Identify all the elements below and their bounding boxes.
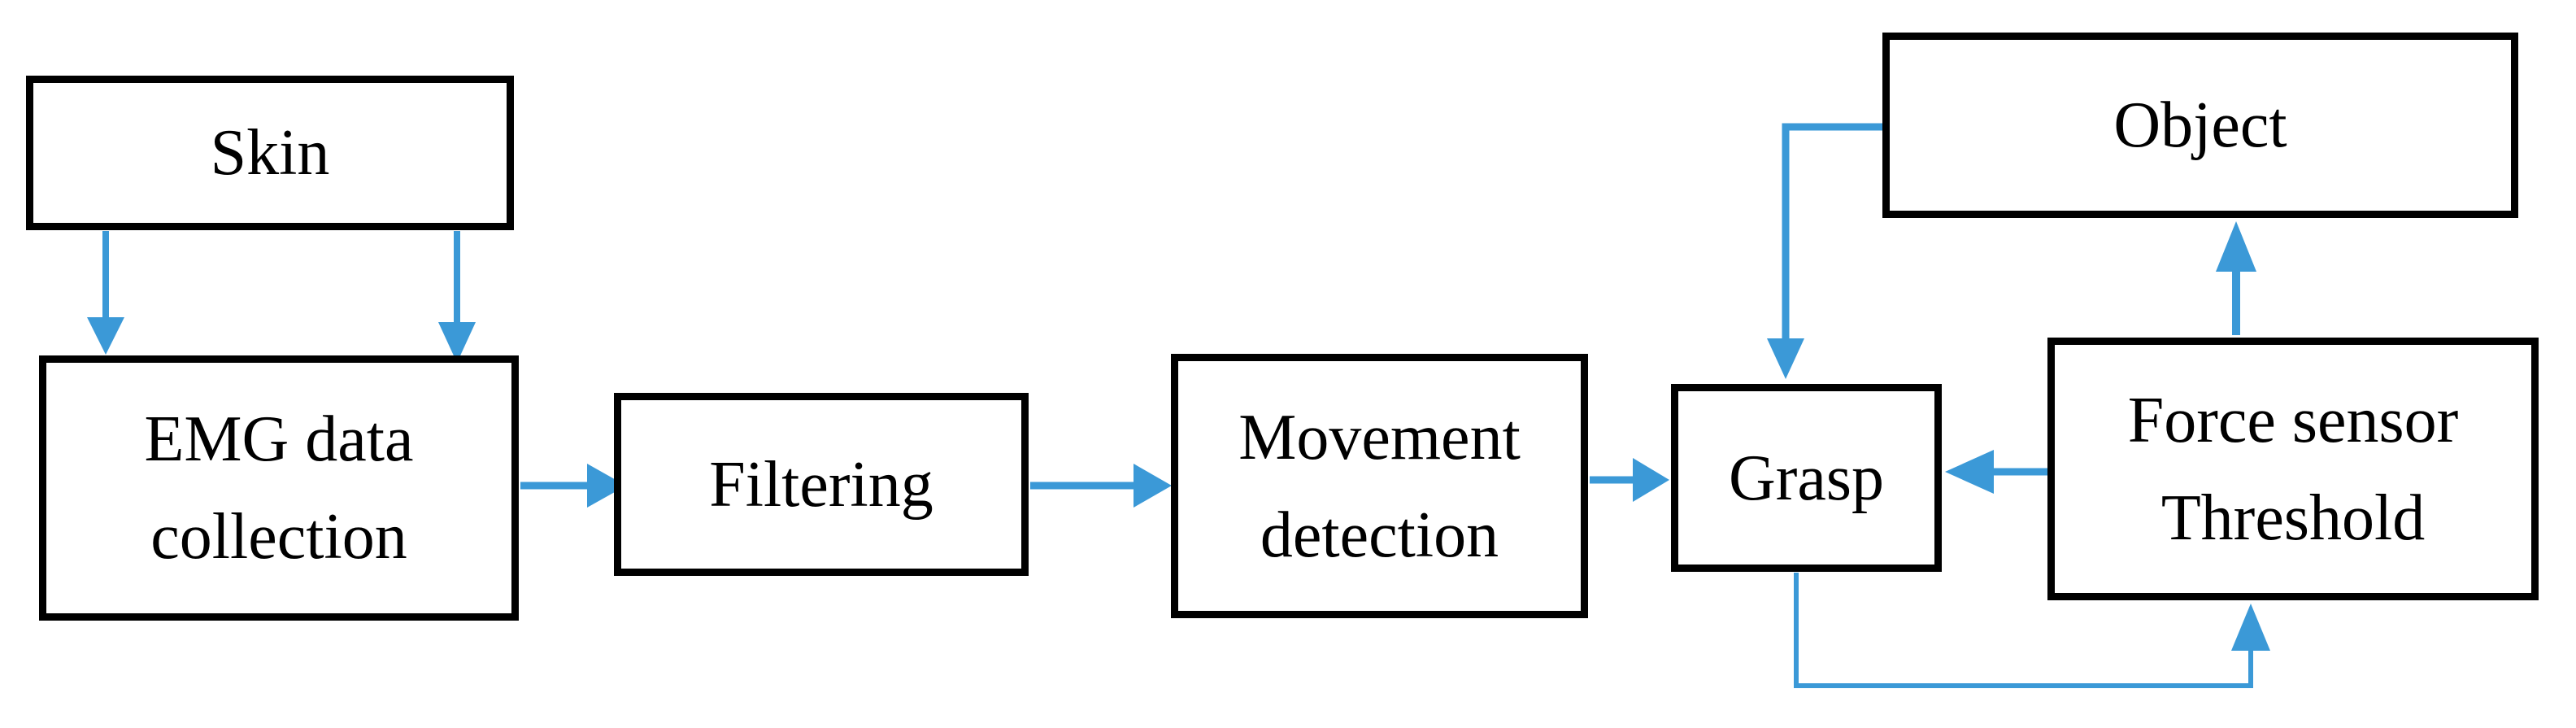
arrow-filtering-to-movement [1030,464,1172,508]
node-force-sensor-threshold-label: Force sensor Threshold [2127,384,2459,554]
node-force-sensor-threshold: Force sensor Threshold [2047,338,2539,600]
node-emg-data-collection: EMG data collection [39,355,519,621]
arrow-skin-to-emg-right [438,231,476,363]
node-filtering: Filtering [614,393,1029,576]
arrow-force-to-grasp [1945,450,2054,494]
arrow-skin-to-emg-left [87,231,124,355]
node-skin-label: Skin [210,117,330,189]
arrow-grasp-to-force-feedback [1794,573,2270,688]
arrow-movement-to-grasp [1590,458,1669,502]
arrow-force-to-object [2216,221,2256,335]
arrow-emg-to-filtering [520,464,626,508]
node-object-label: Object [2113,89,2287,161]
node-grasp: Grasp [1671,384,1942,572]
node-movement-detection: Movement detection [1171,354,1588,618]
node-grasp-label: Grasp [1728,442,1885,514]
arrow-object-to-grasp [1767,123,1882,379]
node-object: Object [1882,33,2518,218]
node-movement-detection-label: Movement detection [1238,401,1521,571]
node-filtering-label: Filtering [709,448,933,521]
node-skin: Skin [26,76,514,230]
node-emg-data-collection-label: EMG data collection [144,403,414,573]
